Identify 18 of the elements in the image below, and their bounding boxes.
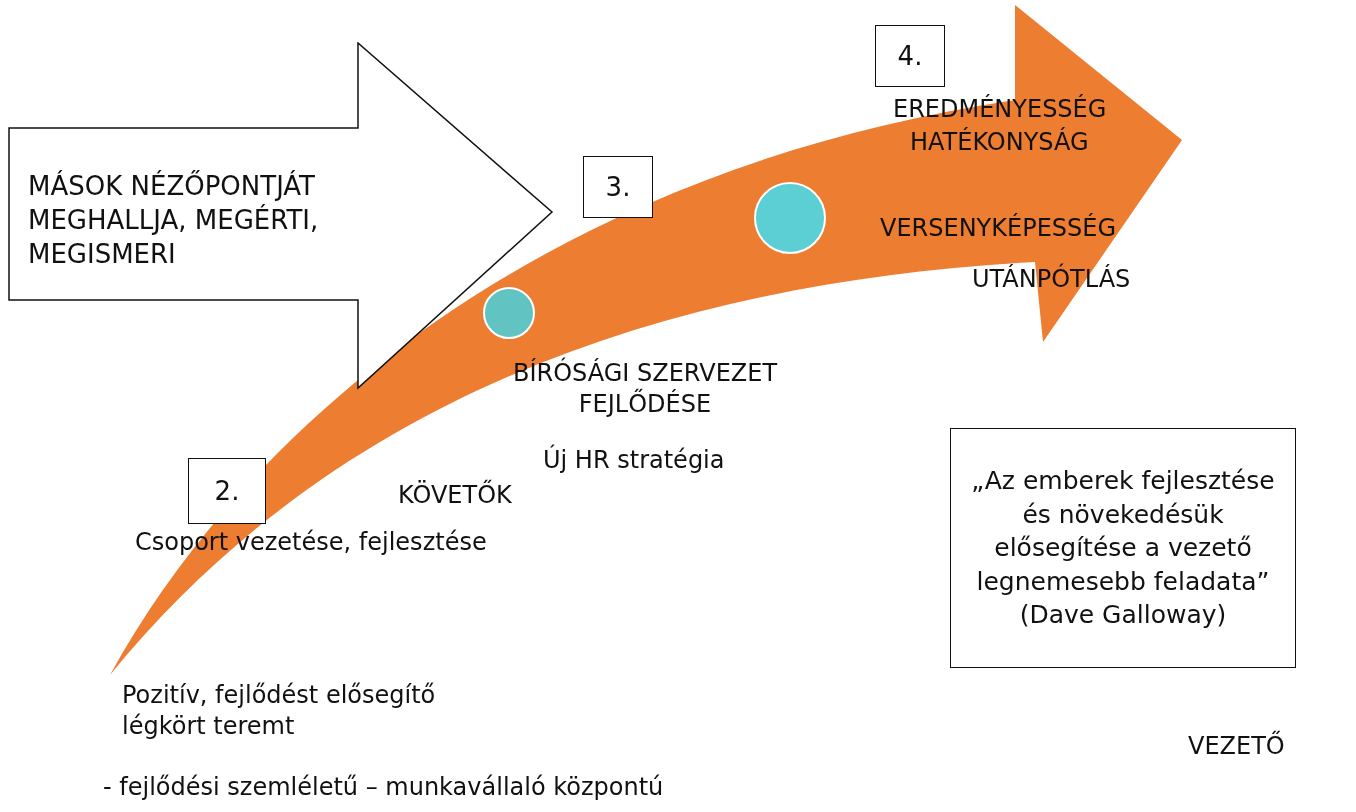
number-box xyxy=(875,25,945,87)
quote-attribution: (Dave Galloway) xyxy=(1019,599,1227,632)
quote-text: „Az emberek fejlesztése és növekedésük elősegítése a vezető legnemesebb feladata” xyxy=(970,465,1276,598)
number-box xyxy=(583,156,653,218)
step-number: 3. xyxy=(605,172,631,202)
text-label: BÍRÓSÁGI SZERVEZET FEJLŐDÉSE xyxy=(511,358,779,421)
text-label: KÖVETŐK xyxy=(398,480,512,511)
quote-box xyxy=(950,428,1296,668)
text-label: Pozitív, fejlődést elősegítő légkört teremt xyxy=(122,680,437,743)
step-number: 4. xyxy=(897,41,923,71)
text-label: VEZETŐ xyxy=(1188,731,1285,762)
step-number: 2. xyxy=(214,476,240,506)
number-box xyxy=(188,458,266,524)
text-label: - fejlődési szemléletű – munkavállaló központú xyxy=(103,772,664,803)
text-label: Új HR stratégia xyxy=(543,445,725,476)
text-label: VERSENYKÉPESSÉG xyxy=(880,213,1117,244)
arrow-text: MÁSOK NÉZŐPONTJÁT MEGHALLJA, MEGÉRTI, MEGISMERI xyxy=(28,170,320,271)
text-label: HATÉKONYSÁG xyxy=(910,127,1089,158)
